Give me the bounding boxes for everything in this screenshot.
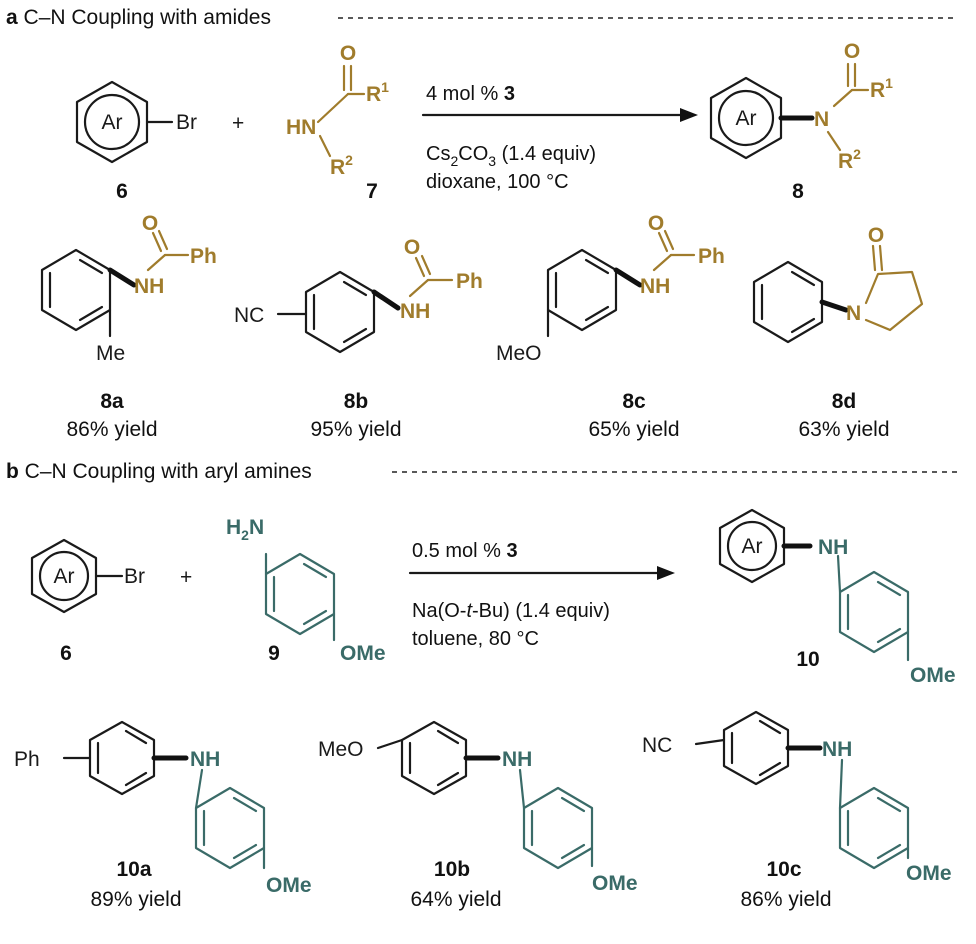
panel-b: b C–N Coupling with aryl amines Ar Br + … (6, 460, 958, 911)
panel-b-title: C–N Coupling with aryl amines (25, 460, 312, 483)
8c-methoxy: MeO (496, 342, 542, 365)
10b-methoxy: OMe (592, 872, 638, 895)
8b-cyano: NC (234, 304, 264, 327)
panel-a-title: C–N Coupling with amides (24, 6, 271, 29)
product-nitrogen: N (814, 108, 829, 131)
10b-yield: 64% yield (410, 888, 501, 911)
bromine-label: Br (176, 111, 197, 134)
8b-yield: 95% yield (310, 418, 401, 441)
product-r2: R2 (838, 146, 861, 173)
arrow-head-b (657, 566, 675, 580)
8a-oxygen: O (142, 212, 158, 235)
panel-a-letter: a (6, 6, 18, 29)
8c-nh: NH (640, 275, 670, 298)
8a-nh: NH (134, 275, 164, 298)
10b-label: 10b (434, 858, 470, 881)
catalyst-loading-a: 4 mol % 3 (426, 83, 515, 105)
product-aryl: Ar (736, 107, 757, 130)
10a-methoxy: OMe (266, 874, 312, 897)
compound-8d: O N 8d 63% yield (752, 224, 924, 441)
10b-methoxy-sub: MeO (318, 738, 364, 761)
compound-10a: Ph NH OMe 10a 89% yield (14, 720, 312, 911)
8d-oxygen: O (868, 224, 884, 247)
catalyst-loading-b: 0.5 mol % 3 (412, 540, 518, 562)
10a-nh: NH (190, 748, 220, 771)
arrow-head-a (680, 108, 698, 122)
product-10: Ar NH OMe (718, 508, 956, 687)
amide-r2: R2 (330, 152, 353, 179)
8b-nh: NH (400, 300, 430, 323)
product-10-methoxy: OMe (910, 664, 956, 687)
8c-yield: 65% yield (588, 418, 679, 441)
plus-sign: + (232, 112, 244, 135)
plus-sign-b: + (180, 566, 192, 589)
compound-10c: NC NH OMe 10c 86% yield (642, 710, 952, 911)
product-oxygen: O (844, 40, 860, 63)
8a-methyl: Me (96, 342, 125, 365)
amine-methoxy: OMe (340, 642, 386, 665)
aryl-label: Ar (102, 111, 123, 134)
8a-phenyl: Ph (190, 245, 217, 268)
8b-phenyl: Ph (456, 270, 483, 293)
8b-label: 8b (344, 390, 369, 413)
panel-a: a C–N Coupling with amides Ar Br + O R1 … (6, 6, 958, 441)
base-b: Na(O-t-Bu) (1.4 equiv) (412, 600, 610, 622)
solvent-a: dioxane, 100 °C (426, 171, 569, 193)
compound-10b: MeO NH OMe 10b 64% yield (318, 720, 638, 911)
compound-8b: O Ph NH NC 8b 95% yield (234, 236, 483, 441)
aryl-label-b: Ar (54, 565, 75, 588)
aryl-bromide-6b: Ar Br (30, 538, 145, 614)
panel-b-letter: b (6, 460, 19, 483)
10c-label: 10c (766, 858, 801, 881)
compound-9-label: 9 (268, 642, 280, 665)
product-8: Ar N O R1 R2 (709, 40, 893, 173)
10a-yield: 89% yield (90, 888, 181, 911)
10c-yield: 86% yield (740, 888, 831, 911)
8a-label: 8a (100, 390, 124, 413)
compound-6b-label: 6 (60, 642, 72, 665)
10c-cyano: NC (642, 734, 672, 757)
aryl-bromide-6: Ar Br (75, 80, 197, 164)
solvent-b: toluene, 80 °C (412, 628, 539, 650)
compound-10-label: 10 (796, 648, 819, 671)
8c-oxygen: O (648, 212, 664, 235)
10c-methoxy: OMe (906, 862, 952, 885)
amide-oxygen: O (340, 42, 356, 65)
base-a: Cs2CO3 (1.4 equiv) (426, 143, 596, 169)
8d-nitrogen: N (846, 302, 861, 325)
10b-nh: NH (502, 748, 532, 771)
amide-hn: HN (286, 116, 316, 139)
compound-8-label: 8 (792, 180, 804, 203)
compound-6-label: 6 (116, 180, 128, 203)
8d-yield: 63% yield (798, 418, 889, 441)
compound-8c: O Ph NH MeO 8c 65% yield (496, 212, 725, 441)
8c-phenyl: Ph (698, 245, 725, 268)
compound-8a: O Ph NH Me 8a 86% yield (40, 212, 217, 441)
product-r1: R1 (870, 75, 893, 102)
10a-label: 10a (116, 858, 151, 881)
8c-label: 8c (622, 390, 646, 413)
amide-r1: R1 (366, 79, 389, 106)
amine-h2n: H2N (226, 516, 264, 543)
panel-b-header: b C–N Coupling with aryl amines (6, 460, 312, 483)
10c-nh: NH (822, 738, 852, 761)
bromine-label-b: Br (124, 565, 145, 588)
product-10-nh: NH (818, 536, 848, 559)
10a-phenyl: Ph (14, 748, 40, 771)
8d-label: 8d (832, 390, 857, 413)
amide-7: O R1 HN R2 (286, 42, 389, 179)
amine-9: H2N OMe (226, 516, 386, 665)
8b-oxygen: O (404, 236, 420, 259)
8a-yield: 86% yield (66, 418, 157, 441)
panel-a-header: a C–N Coupling with amides (6, 6, 271, 29)
product-10-aryl: Ar (742, 535, 763, 558)
compound-7-label: 7 (366, 180, 378, 203)
